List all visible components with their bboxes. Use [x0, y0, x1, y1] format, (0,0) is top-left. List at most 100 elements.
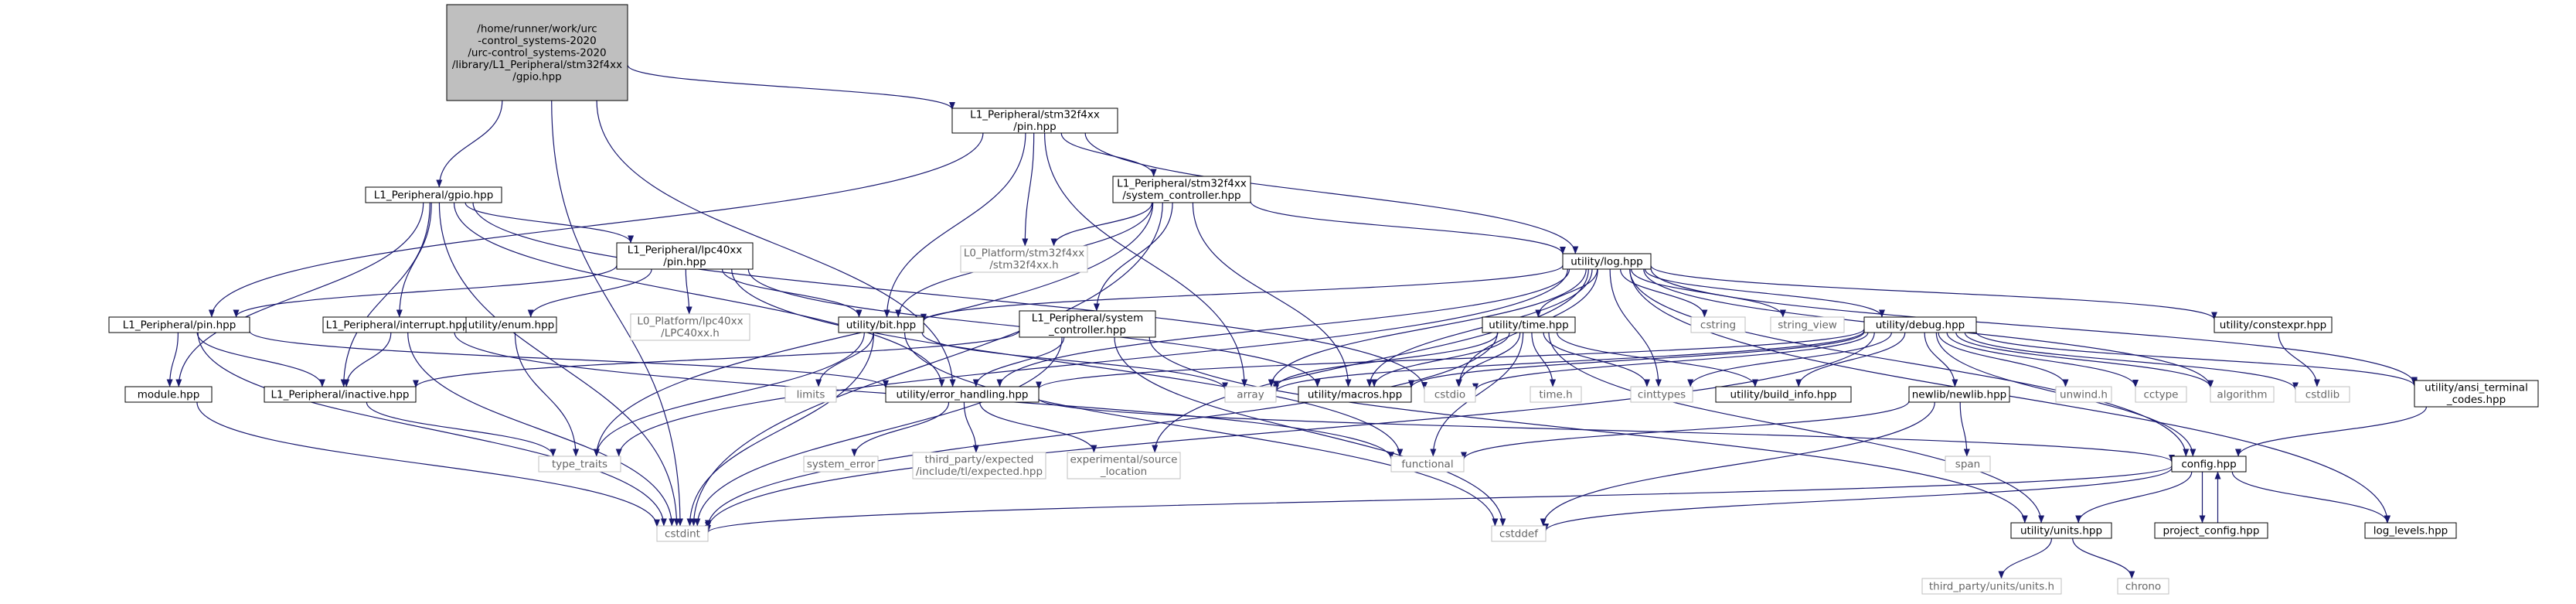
node-label: L1_Peripheral/gpio.hpp — [374, 189, 494, 201]
node-box-l0_stm — [960, 245, 1088, 273]
edge-bit-to-limits — [815, 332, 874, 387]
node-project_config[interactable]: project_config.hpp — [2154, 522, 2268, 539]
node-lpc_pin[interactable]: L1_Peripheral/lpc40xx/pin.hpp — [616, 242, 754, 270]
node-label: cstdio — [1434, 388, 1465, 401]
node-label: _controller.hpp — [1048, 324, 1126, 336]
node-gpio[interactable]: L1_Peripheral/gpio.hpp — [365, 186, 502, 203]
node-box-module — [124, 386, 213, 403]
edge-bit-to-cstddef — [904, 332, 1499, 527]
node-box-bit — [838, 316, 924, 333]
edge-debug-to-cstdio — [1472, 332, 1869, 391]
node-build_info[interactable]: utility/build_info.hpp — [1715, 386, 1852, 403]
node-string_view: string_view — [1770, 316, 1845, 333]
edge-bit-to-cstdint — [686, 332, 875, 527]
node-ansi[interactable]: utility/ansi_terminal_codes.hpp — [2414, 380, 2539, 408]
node-sysctl[interactable]: L1_Peripheral/system_controller.hpp — [1019, 310, 1156, 338]
node-box-chrono — [2117, 578, 2169, 595]
node-cinttypes: cinttypes — [1630, 386, 1693, 403]
node-label: newlib/newlib.hpp — [1912, 388, 2006, 401]
node-box-inactive — [264, 386, 417, 403]
edge-debug-to-newlib — [1924, 332, 1958, 387]
edge-debug-to-cstdlib — [1964, 332, 2299, 391]
node-label: experimental/source — [1070, 454, 1178, 466]
edge-log-to-config — [1629, 268, 2190, 457]
node-box-log_levels — [2364, 522, 2457, 539]
edge-gpio-to-lpc_pin — [464, 202, 635, 244]
node-box-stm_pin — [951, 107, 1118, 134]
node-label: cstring — [1700, 319, 1736, 331]
node-inactive[interactable]: L1_Peripheral/inactive.hpp — [264, 386, 417, 403]
node-box-functional — [1390, 456, 1465, 473]
node-label: utility/debug.hpp — [1876, 319, 1965, 331]
edge-stm_pin-to-array — [1044, 132, 1248, 387]
node-error[interactable]: utility/error_handling.hpp — [885, 386, 1040, 403]
node-label: type_traits — [552, 458, 607, 470]
node-array: array — [1224, 386, 1277, 403]
node-box-span — [1945, 456, 1991, 473]
node-label: L1_Peripheral/stm32f4xx — [1117, 178, 1247, 190]
node-log_levels[interactable]: log_levels.hpp — [2364, 522, 2457, 539]
node-cctype: cctype — [2135, 386, 2187, 403]
node-box-cstdlib — [2295, 386, 2350, 403]
node-module[interactable]: module.hpp — [124, 386, 213, 403]
node-functional: functional — [1390, 456, 1465, 473]
node-pin[interactable]: L1_Peripheral/pin.hpp — [108, 316, 250, 333]
edge-error-to-expected — [963, 401, 979, 453]
node-stm_sysctl[interactable]: L1_Peripheral/stm32f4xx/system_controlle… — [1112, 176, 1251, 203]
edge-inactive-to-type_traits — [366, 401, 556, 457]
edge-debug-to-array — [1273, 330, 1865, 393]
node-label: algorithm — [2217, 388, 2267, 401]
edge-debug-to-cctype — [1946, 332, 2139, 387]
edge-error-to-system_error — [851, 401, 950, 457]
node-label: utility/enum.hpp — [468, 319, 555, 331]
node-cstddef: cstddef — [1491, 525, 1547, 542]
edge-stm_pin-to-log — [1084, 132, 1579, 254]
node-log[interactable]: utility/log.hpp — [1562, 253, 1652, 270]
node-label: functional — [1401, 458, 1453, 470]
node-stm_pin[interactable]: L1_Peripheral/stm32f4xx/pin.hpp — [951, 107, 1118, 134]
node-label: L1_Peripheral/stm32f4xx — [970, 109, 1100, 121]
node-label: array — [1237, 388, 1264, 401]
node-units_h: third_party/units/units.h — [1921, 578, 2062, 595]
node-enum[interactable]: utility/enum.hpp — [465, 316, 557, 333]
edge-log-to-cstring — [1620, 268, 1708, 318]
node-units[interactable]: utility/units.hpp — [2010, 522, 2112, 539]
edge-debug-to-build_info — [1795, 332, 1906, 387]
node-label: L1_Peripheral/lpc40xx — [628, 244, 743, 257]
node-cstdlib: cstdlib — [2295, 386, 2350, 403]
edge-root-to-gpio — [436, 100, 503, 188]
node-label: utility/macros.hpp — [1308, 388, 1402, 401]
edge-pin-to-inactive — [196, 332, 325, 387]
node-box-pin — [108, 316, 250, 333]
node-bit[interactable]: utility/bit.hpp — [838, 316, 924, 333]
node-unwind: unwind.h — [2055, 386, 2112, 403]
node-box-limits — [784, 386, 837, 403]
node-time[interactable]: utility/time.hpp — [1482, 316, 1576, 333]
node-label: L1_Peripheral/pin.hpp — [123, 319, 237, 331]
node-config[interactable]: config.hpp — [2171, 456, 2247, 473]
node-interrupt[interactable]: L1_Peripheral/interrupt.hpp — [322, 316, 472, 333]
node-box-cstring — [1690, 316, 1746, 333]
edge-stm_pin-to-stm_sysctl — [1060, 132, 1157, 177]
node-newlib[interactable]: newlib/newlib.hpp — [1908, 386, 2010, 403]
edge-log-to-macros — [1366, 268, 1593, 387]
edge-constexpr-to-cstdlib — [2278, 332, 2320, 387]
node-box-array — [1224, 386, 1277, 403]
node-span: span — [1945, 456, 1991, 473]
node-constexpr[interactable]: utility/constexpr.hpp — [2214, 316, 2333, 333]
edge-log-to-debug — [1644, 268, 1885, 318]
node-label: utility/log.hpp — [1570, 255, 1643, 268]
node-label: utility/error_handling.hpp — [897, 388, 1029, 401]
node-label: time.h — [1539, 388, 1572, 401]
node-label: cstdint — [665, 527, 700, 540]
node-debug[interactable]: utility/debug.hpp — [1863, 316, 1977, 333]
node-label: /include/tl/expected.hpp — [916, 466, 1043, 478]
node-label: _codes.hpp — [2446, 394, 2506, 406]
edge-ansi-to-config — [2235, 406, 2427, 457]
node-macros[interactable]: utility/macros.hpp — [1298, 386, 1412, 403]
edge-log-to-cinttypes — [1609, 268, 1662, 387]
node-box-string_view — [1770, 316, 1845, 333]
edge-error-to-config — [1038, 398, 2175, 462]
node-box-source_location — [1067, 452, 1181, 479]
